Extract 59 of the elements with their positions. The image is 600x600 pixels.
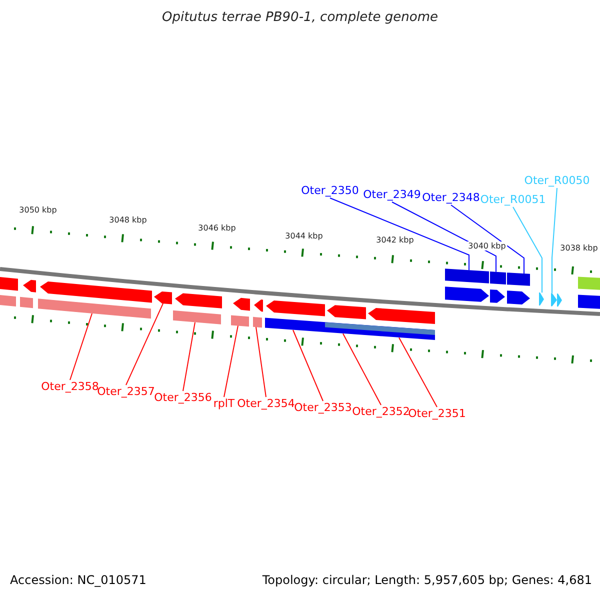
leader-line [126,303,164,386]
gene-label: Oter_2357 [97,386,155,398]
gene-label: Oter_2353 [294,402,352,414]
gene-label: Oter_R0051 [480,194,546,206]
gene-feature [40,282,152,303]
gene-feature [490,290,505,303]
gene-feature [551,293,557,306]
gene-label: rplT [213,398,235,410]
scale-label: 3048 kbp [108,216,148,224]
gene-label: Oter_2349 [363,188,421,202]
gene-label: Oter_2356 [154,392,212,404]
gene-label: Oter_2358 [41,380,99,394]
gene-label: Oter_2348 [422,192,480,204]
leader-line [70,313,92,380]
gene-feature [507,290,530,304]
gene-feature [578,276,600,290]
gene-feature [154,292,172,304]
gene-label: Oter_2351 [408,408,466,420]
gene-feature [0,277,18,291]
scale-label: 3038 kbp [559,244,599,252]
gene-feature [557,294,562,307]
leader-line [512,206,542,294]
leader-line [292,330,324,402]
gene-label: Oter_2354 [237,398,295,410]
gene-feature [175,293,222,308]
leader-line [398,337,438,408]
leader-line [450,204,524,274]
gene-feature [265,318,435,340]
scale-label: 3050 kbp [18,206,58,214]
gene-feature [578,294,600,309]
gene-feature [20,296,33,308]
leader-line [552,188,558,294]
gene-feature [231,315,249,327]
footer-note: Topology: circular; Length: 5,957,605 bp; Genes: 4,681 [262,573,592,587]
leader-line [224,325,238,398]
gene-label: Oter_2350 [301,184,359,198]
gene-feature [0,295,16,306]
leader-line [182,322,196,392]
gene-feature [368,308,435,324]
gene-feature [23,280,36,292]
gene-feature [233,298,250,311]
gene-feature [254,300,263,312]
leader-line [330,198,470,271]
gene-feature [539,292,544,306]
gene-feature [490,272,506,284]
leader-line [256,326,266,398]
footer-note: Accession: NC_010571 [10,573,146,587]
gene-feature [327,305,366,320]
scale-label: 3042 kbp [375,236,415,244]
scale-label: 3046 kbp [197,224,237,232]
gene-feature [253,316,262,328]
gene-label: Oter_2352 [352,406,410,418]
gene-feature [38,298,151,319]
gene-feature [173,310,221,324]
diagram-title: Opitutus terrae PB90-1, complete genome [160,10,440,25]
scale-label: 3040 kbp [467,242,507,250]
scale-label: 3044 kbp [284,232,324,240]
gene-label: Oter_R0050 [524,174,590,188]
gene-feature [507,272,530,286]
